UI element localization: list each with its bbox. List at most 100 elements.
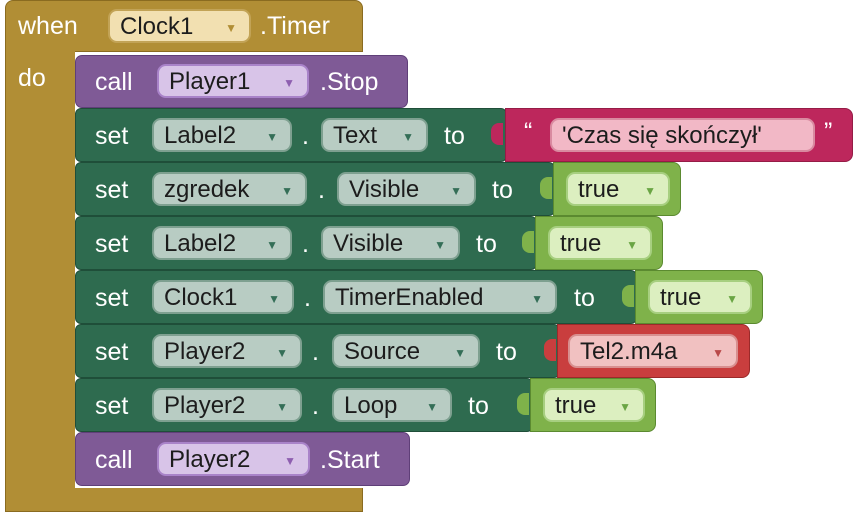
triangle-down-icon: ▼ (712, 346, 724, 360)
value-plug (517, 393, 529, 415)
component-label: Player2 (164, 392, 246, 419)
property-dropdown[interactable]: Visible ▼ (337, 172, 476, 206)
triangle-down-icon: ▼ (402, 130, 414, 144)
component-dropdown[interactable]: Label2 ▼ (152, 226, 292, 260)
boolean-value-block[interactable]: true ▼ (535, 216, 663, 270)
when-keyword: when (18, 12, 78, 40)
set-keyword: set (95, 230, 129, 258)
component-dropdown[interactable]: Player2 ▼ (152, 388, 302, 422)
boolean-label: true (660, 284, 702, 311)
triangle-down-icon: ▼ (626, 238, 638, 252)
event-block-body[interactable] (5, 50, 75, 512)
asset-value-block[interactable]: Tel2.m4a ▼ (557, 324, 750, 378)
triangle-down-icon: ▼ (644, 184, 656, 198)
method-name: .Stop (320, 68, 379, 96)
text-value-field[interactable]: 'Czas się skończył' (550, 118, 815, 152)
boolean-label: true (578, 176, 620, 203)
value-plug (491, 123, 503, 145)
boolean-dropdown[interactable]: true ▼ (548, 226, 652, 260)
dot-separator: . (302, 230, 309, 258)
triangle-down-icon: ▼ (454, 346, 466, 360)
call-player1-stop-block[interactable]: call Player1 ▼ .Stop (75, 55, 408, 108)
boolean-dropdown[interactable]: true ▼ (566, 172, 670, 206)
dot-separator: . (312, 338, 319, 366)
set-keyword: set (95, 284, 129, 312)
component-label: zgredek (164, 176, 250, 203)
property-label: Loop (344, 392, 398, 419)
boolean-value-block[interactable]: true ▼ (635, 270, 763, 324)
text-value-block[interactable]: “ 'Czas się skończył' ” (505, 108, 853, 162)
triangle-down-icon: ▼ (283, 76, 295, 90)
property-dropdown[interactable]: Loop ▼ (332, 388, 452, 422)
boolean-value-block[interactable]: true ▼ (553, 162, 681, 216)
set-keyword: set (95, 122, 129, 150)
call-keyword: call (95, 446, 133, 474)
component-label: Label2 (164, 122, 237, 149)
component-label: Player2 (164, 338, 246, 365)
to-keyword: to (492, 176, 513, 204)
component-label: Player2 (169, 446, 251, 473)
property-dropdown[interactable]: Source ▼ (332, 334, 480, 368)
triangle-down-icon: ▼ (225, 21, 237, 35)
triangle-down-icon: ▼ (450, 184, 462, 198)
call-keyword: call (95, 68, 133, 96)
set-clock1-timerenabled-block[interactable]: set Clock1 ▼ . TimerEnabled ▼ to (75, 270, 637, 324)
set-player2-loop-block[interactable]: set Player2 ▼ . Loop ▼ to (75, 378, 533, 432)
property-label: Text (333, 122, 378, 149)
event-name: .Timer (260, 12, 330, 40)
boolean-dropdown[interactable]: true ▼ (543, 388, 645, 422)
property-dropdown[interactable]: Text ▼ (321, 118, 428, 152)
component-label: Label2 (164, 230, 237, 257)
component-dropdown[interactable]: Clock1 ▼ (152, 280, 294, 314)
property-dropdown[interactable]: Visible ▼ (321, 226, 460, 260)
to-keyword: to (468, 392, 489, 420)
component-dropdown[interactable]: Player1 ▼ (157, 64, 309, 98)
call-player2-start-block[interactable]: call Player2 ▼ .Start (75, 432, 410, 486)
set-keyword: set (95, 392, 129, 420)
triangle-down-icon: ▼ (726, 292, 738, 306)
to-keyword: to (496, 338, 517, 366)
boolean-value-block[interactable]: true ▼ (530, 378, 656, 432)
triangle-down-icon: ▼ (276, 400, 288, 414)
text-value-label: 'Czas się skończył' (562, 122, 762, 149)
set-player2-source-block[interactable]: set Player2 ▼ . Source ▼ to (75, 324, 560, 378)
to-keyword: to (444, 122, 465, 150)
asset-dropdown[interactable]: Tel2.m4a ▼ (568, 334, 738, 368)
component-dropdown[interactable]: Label2 ▼ (152, 118, 292, 152)
property-label: TimerEnabled (335, 284, 484, 311)
method-name: .Start (320, 446, 380, 474)
to-keyword: to (574, 284, 595, 312)
triangle-down-icon: ▼ (426, 400, 438, 414)
property-dropdown[interactable]: TimerEnabled ▼ (323, 280, 557, 314)
asset-label: Tel2.m4a (580, 338, 678, 365)
open-quote-icon: “ (524, 118, 533, 146)
value-plug (622, 285, 634, 307)
property-label: Visible (333, 230, 404, 257)
triangle-down-icon: ▼ (268, 292, 280, 306)
triangle-down-icon: ▼ (619, 400, 631, 414)
value-plug (544, 339, 556, 361)
value-plug (522, 231, 534, 253)
property-label: Visible (349, 176, 420, 203)
event-component-label: Clock1 (120, 13, 194, 40)
triangle-down-icon: ▼ (281, 184, 293, 198)
event-block-bottom[interactable] (5, 488, 363, 512)
set-label2-visible-block[interactable]: set Label2 ▼ . Visible ▼ to (75, 216, 537, 270)
triangle-down-icon: ▼ (531, 292, 543, 306)
value-plug (540, 177, 552, 199)
set-zgredek-visible-block[interactable]: set zgredek ▼ . Visible ▼ to (75, 162, 555, 216)
set-keyword: set (95, 176, 129, 204)
component-dropdown[interactable]: Player2 ▼ (157, 442, 310, 476)
component-dropdown[interactable]: Player2 ▼ (152, 334, 302, 368)
set-keyword: set (95, 338, 129, 366)
dot-separator: . (304, 284, 311, 312)
set-label2-text-block[interactable]: set Label2 ▼ . Text ▼ to (75, 108, 507, 162)
triangle-down-icon: ▼ (266, 238, 278, 252)
component-label: Clock1 (164, 284, 238, 311)
do-keyword: do (18, 64, 46, 92)
triangle-down-icon: ▼ (266, 130, 278, 144)
dot-separator: . (302, 122, 309, 150)
component-dropdown[interactable]: zgredek ▼ (152, 172, 307, 206)
event-component-dropdown[interactable]: Clock1 ▼ (108, 9, 251, 43)
boolean-dropdown[interactable]: true ▼ (648, 280, 752, 314)
